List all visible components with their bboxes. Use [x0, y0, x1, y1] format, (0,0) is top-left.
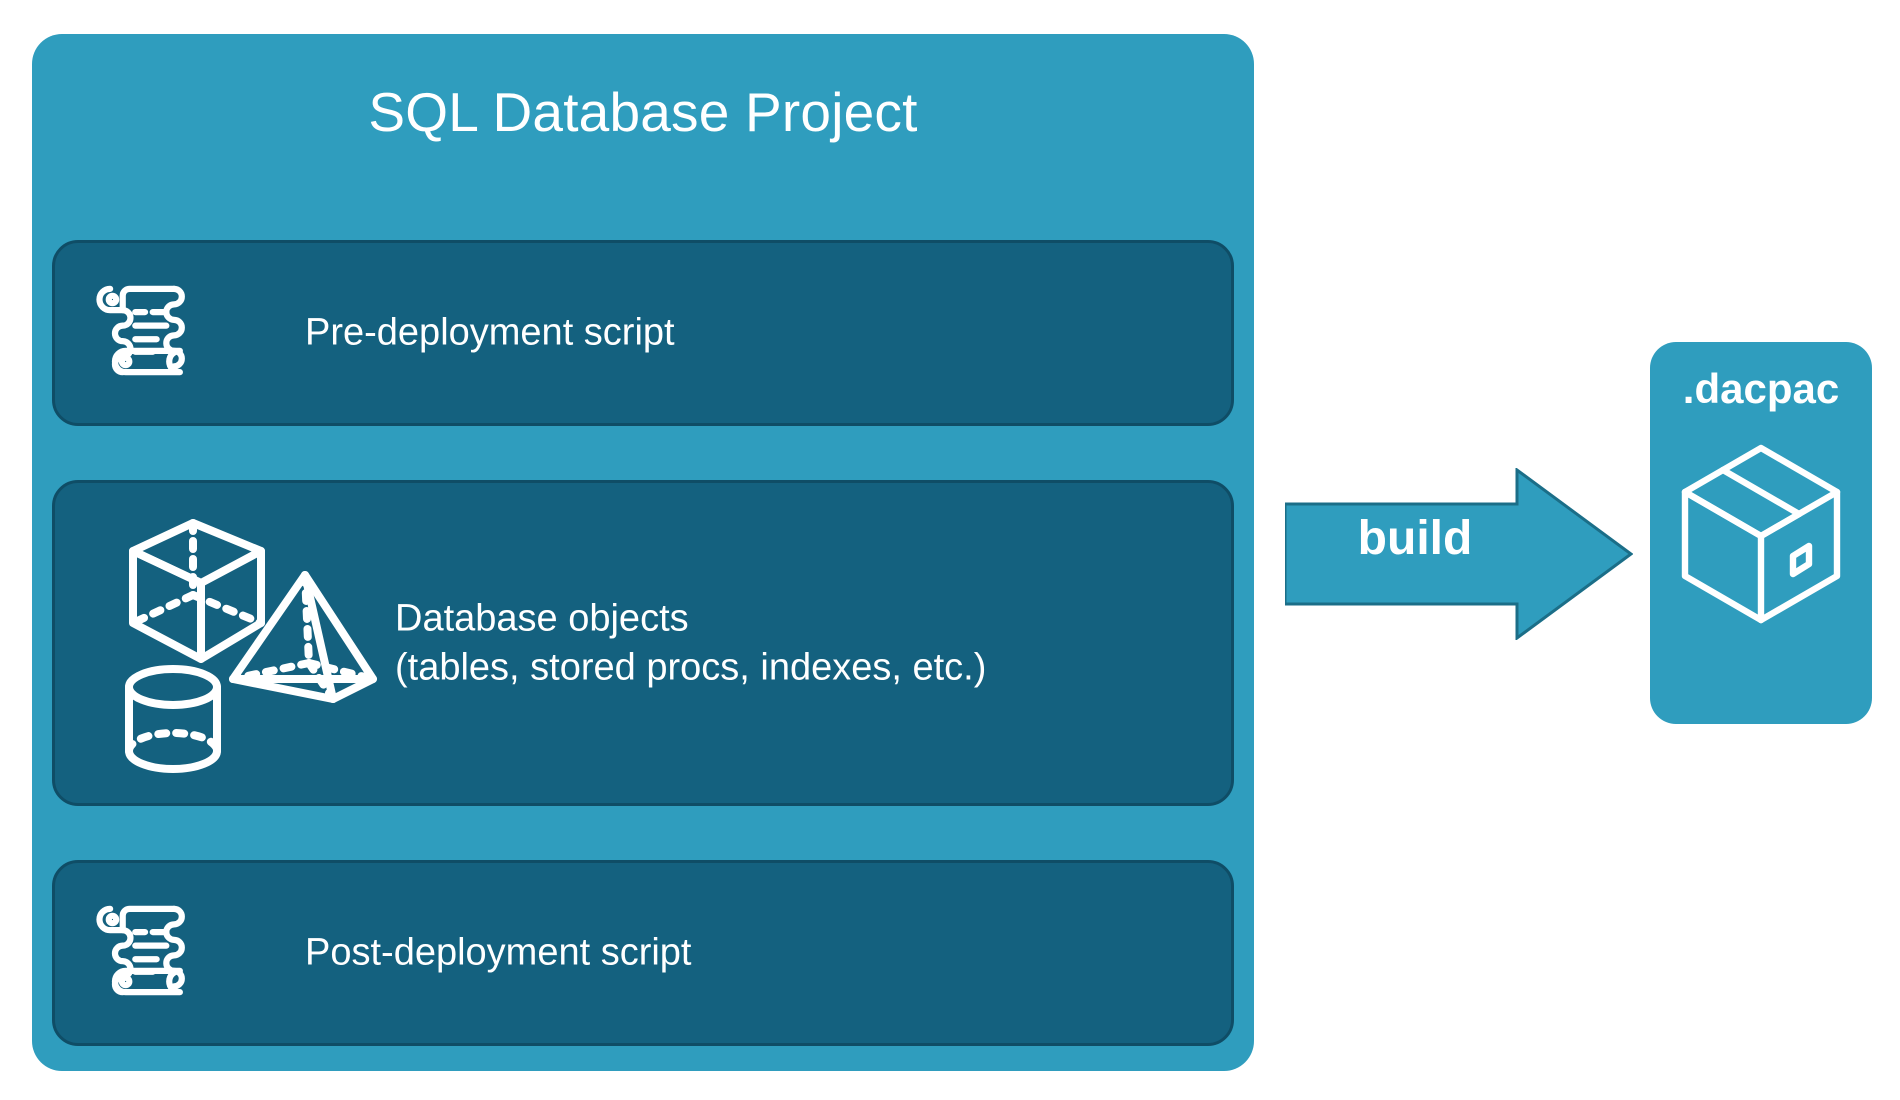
dacpac-panel-title: .dacpac [1682, 365, 1840, 412]
scroll-icon [83, 269, 207, 398]
package-box-icon [1673, 440, 1849, 635]
project-panel-title: SQL Database Project [368, 81, 918, 143]
three-d-shapes-icon [113, 507, 385, 784]
build-arrow-icon [1283, 467, 1634, 641]
sql-database-project-panel: SQL Database Project [32, 34, 1254, 1071]
scroll-icon [83, 889, 207, 1018]
card-pre-deployment[interactable]: Pre-deployment script [52, 240, 1234, 426]
card-database-objects[interactable]: Database objects (tables, stored procs, … [52, 480, 1234, 806]
dacpac-output-panel: .dacpac [1650, 342, 1872, 724]
card-post-deployment[interactable]: Post-deployment script [52, 860, 1234, 1046]
card-database-objects-label: Database objects (tables, stored procs, … [395, 597, 987, 688]
card-post-deployment-label: Post-deployment script [305, 931, 692, 974]
card-pre-deployment-label: Pre-deployment script [305, 311, 675, 354]
